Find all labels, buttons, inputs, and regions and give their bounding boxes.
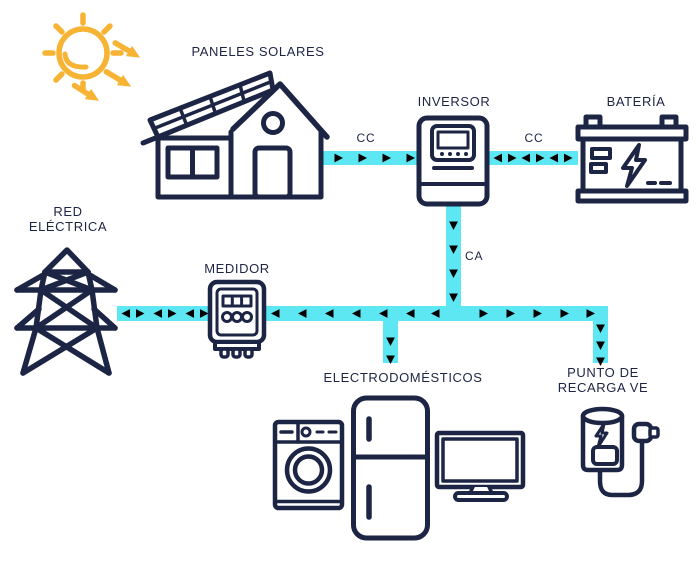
inverter-icon [416, 115, 490, 207]
label-bateria: BATERÍA [606, 94, 666, 109]
house-door [252, 145, 293, 200]
label-punto-recarga-line2: RECARGA VE [557, 380, 649, 395]
flow-inverter-to-bus [446, 205, 461, 306]
flow-inverter-to-battery [488, 151, 578, 165]
meter-icon [207, 279, 267, 359]
label-cc-house-inverter: CC [356, 131, 376, 145]
label-electrodomesticos: ELECTRODOMÉSTICOS [323, 370, 483, 385]
sun-rays-arrows [71, 40, 141, 101]
label-punto-recarga: PUNTO DE RECARGA VE [558, 365, 649, 395]
solar-panels [147, 70, 276, 140]
sun-icon [42, 12, 141, 101]
solar-house-icon [140, 70, 330, 200]
label-cc-inverter-battery: CC [524, 131, 544, 145]
charger-screen [591, 445, 619, 466]
label-ca: CA [465, 249, 484, 263]
label-paneles-solares: PANELES SOLARES [191, 44, 325, 59]
label-punto-recarga-line1: PUNTO DE [567, 365, 639, 380]
battery-icon [575, 114, 689, 204]
charger-cable [597, 439, 645, 498]
fridge-icon [351, 395, 430, 541]
label-medidor: MEDIDOR [204, 261, 270, 276]
label-inversor: INVERSOR [417, 94, 491, 109]
tv-icon [434, 430, 526, 502]
round-window [261, 111, 285, 135]
label-red-electrica: RED ELÉCTRICA [29, 204, 107, 234]
label-red-electrica-line2: ELÉCTRICA [28, 219, 108, 234]
washing-machine-icon [272, 419, 345, 511]
lightning-bolt-icon [621, 143, 647, 188]
ev-charger-icon [580, 406, 660, 498]
power-tower-icon [14, 247, 118, 376]
label-red-electrica-line1: RED [53, 204, 83, 219]
